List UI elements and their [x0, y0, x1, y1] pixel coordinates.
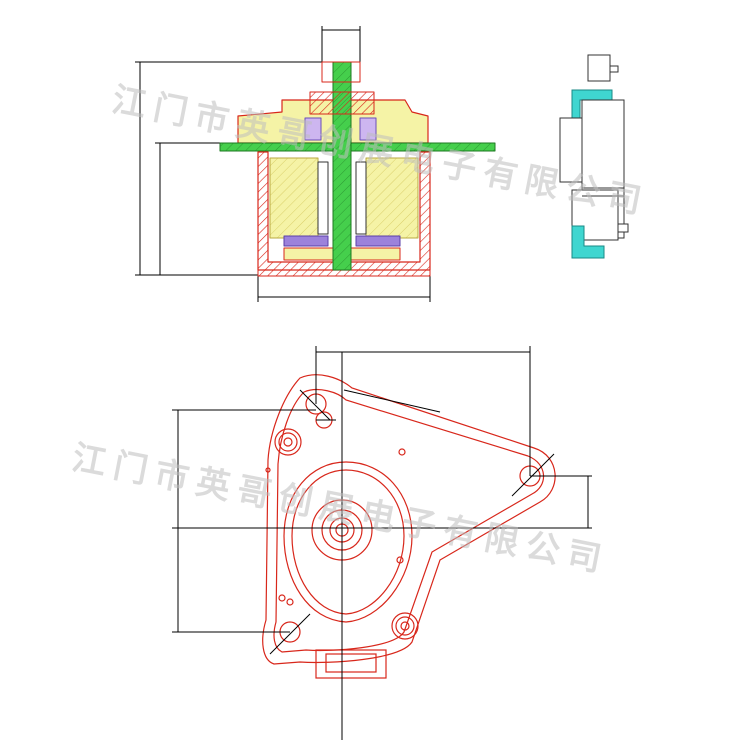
rotor-right: [355, 161, 367, 235]
section-dimensions: [135, 26, 431, 302]
bearing-left: [304, 117, 322, 141]
side-cyan-lower: [571, 225, 605, 259]
stator-left: [269, 157, 319, 239]
top-view-dimensions: [172, 346, 592, 740]
screw-bottom-right: [391, 612, 419, 640]
side-top-block: [587, 54, 611, 82]
motor-body: [283, 461, 413, 623]
mounting-flange: [219, 142, 496, 152]
rotor-left: [317, 161, 329, 235]
stator-right: [365, 157, 419, 239]
top-view: [262, 374, 556, 679]
connector: [315, 649, 387, 679]
bearing-right: [359, 117, 377, 141]
coil-right: [355, 235, 401, 247]
section-view: [135, 26, 496, 302]
plate-inner-outline: [273, 388, 545, 653]
bottom-plate: [257, 269, 431, 277]
plate-outline: [262, 374, 556, 665]
shaft-collar: [321, 61, 361, 83]
side-view: [559, 54, 629, 259]
motor-body-inner: [291, 469, 405, 615]
screw-top-left: [274, 428, 302, 456]
hub: [309, 91, 375, 115]
coil-left: [283, 235, 329, 247]
